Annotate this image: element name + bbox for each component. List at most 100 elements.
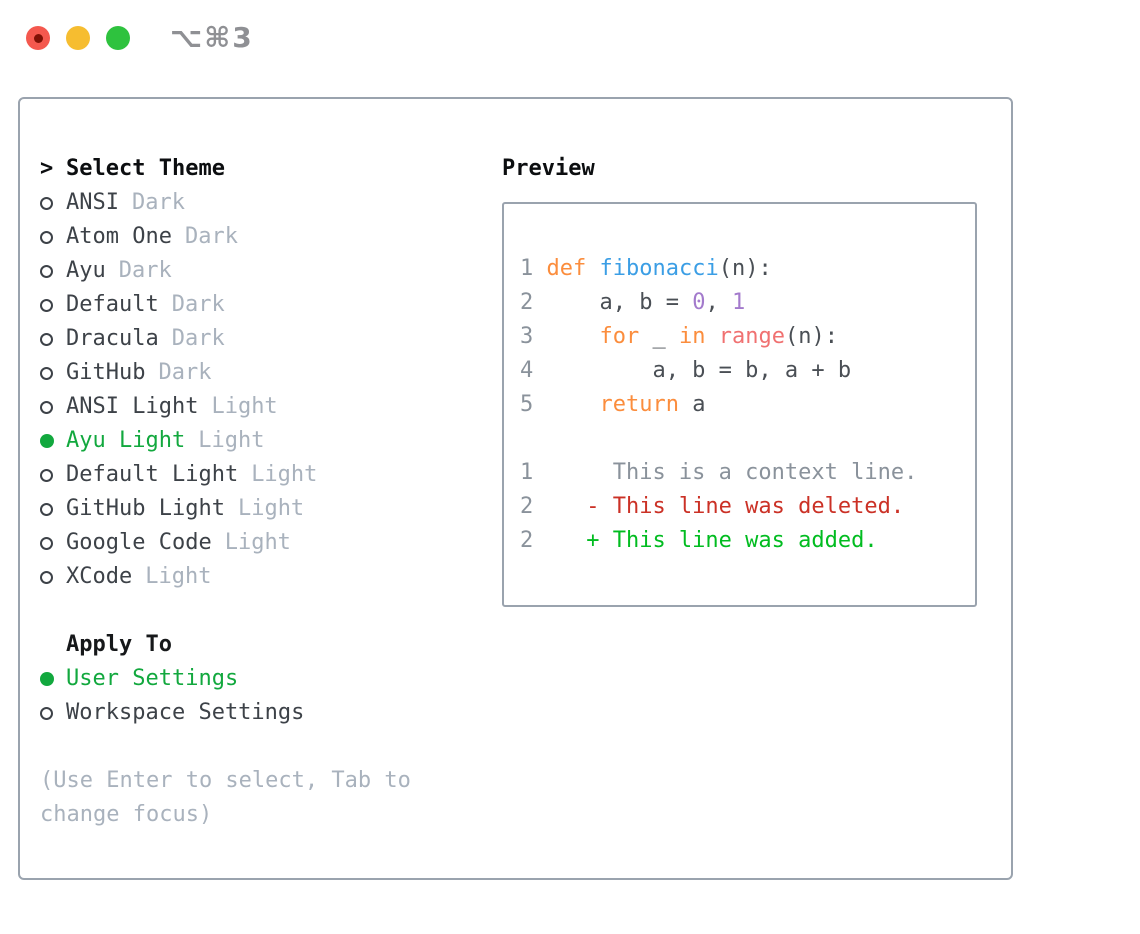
theme-option-default-dark[interactable]: Default Dark	[40, 288, 480, 322]
radio-marker	[40, 526, 66, 560]
variant-tag: Light	[224, 530, 291, 555]
radio-icon	[40, 332, 53, 346]
code-token-plain	[705, 324, 718, 349]
code-token-function: fibonacci	[599, 256, 719, 281]
option-label: ANSI	[66, 190, 119, 215]
radio-marker	[40, 424, 66, 458]
variant-tag: Light	[251, 462, 318, 487]
code-token-number: 1	[731, 290, 746, 315]
radio-marker	[40, 696, 66, 730]
option-label: User Settings	[66, 666, 239, 691]
radio-selected-icon	[40, 434, 54, 448]
radio-icon	[40, 502, 53, 516]
diff-line: 1 This is a context line.	[520, 456, 975, 490]
code-token-keyword: return	[599, 392, 679, 417]
radio-icon	[40, 536, 53, 550]
variant-tag: Dark	[158, 360, 212, 385]
option-label: Default	[66, 292, 159, 317]
radio-marker	[40, 254, 66, 288]
code-token-builtin: range	[718, 324, 785, 349]
code-token-number: 0	[692, 290, 706, 315]
code-line: 2 a, b = 0, 1	[520, 286, 975, 320]
variant-tag: Light	[237, 496, 305, 521]
variant-tag: Dark	[118, 258, 172, 283]
apply-option-workspace-settings[interactable]: Workspace Settings	[40, 696, 480, 730]
line-number: 1	[520, 460, 534, 485]
radio-icon	[40, 468, 53, 482]
select-theme-label: Select Theme	[66, 156, 225, 181]
code-token-plain: (n):	[718, 256, 772, 281]
radio-icon	[40, 230, 53, 244]
radio-icon	[40, 706, 53, 720]
code-token-plain: _	[639, 324, 679, 349]
code-token-plain: a	[678, 392, 706, 417]
theme-option-google-code-light[interactable]: Google Code Light	[40, 526, 480, 560]
code-line: 4 a, b = b, a + b	[520, 354, 975, 388]
titlebar	[26, 26, 130, 50]
option-label: Atom One	[66, 224, 172, 249]
code-token-plain	[586, 256, 599, 281]
unsaved-dot-icon	[33, 33, 43, 43]
minimize-button[interactable]	[66, 26, 90, 50]
zoom-button[interactable]	[106, 26, 130, 50]
preview-title: Preview	[502, 156, 595, 181]
radio-marker	[40, 356, 66, 390]
radio-marker	[40, 458, 66, 492]
code-token-added: + This line was added.	[546, 528, 878, 553]
apply-to-label: Apply To	[66, 632, 172, 657]
diff-line: 2 + This line was added.	[520, 524, 975, 558]
radio-selected-icon	[40, 672, 54, 686]
option-label: Ayu Light	[66, 428, 186, 453]
option-label: Default Light	[66, 462, 239, 487]
apply-option-user-settings[interactable]: User Settings	[40, 662, 480, 696]
option-label: XCode	[66, 564, 133, 589]
line-number: 4	[520, 358, 534, 383]
code-token-plain	[546, 392, 599, 417]
variant-tag: Light	[211, 394, 278, 419]
radio-marker	[40, 662, 66, 696]
focus-marker: >	[40, 152, 66, 186]
line-number: 5	[520, 392, 534, 417]
radio-marker	[40, 492, 66, 526]
radio-icon	[40, 570, 53, 584]
theme-option-github-dark[interactable]: GitHub Dark	[40, 356, 480, 390]
theme-option-default-light-light[interactable]: Default Light Light	[40, 458, 480, 492]
radio-marker	[40, 322, 66, 356]
radio-marker	[40, 186, 66, 220]
code-token-plain: (n):	[784, 324, 838, 349]
radio-marker	[40, 390, 66, 424]
select-theme-header: > Select Theme	[40, 152, 480, 186]
spacer	[40, 628, 66, 662]
window-title: ⌥⌘3	[170, 21, 254, 54]
code-token-plain	[546, 324, 599, 349]
code-token-keyword: for	[599, 324, 640, 349]
variant-tag: Dark	[171, 292, 225, 317]
radio-marker	[40, 220, 66, 254]
option-label: Workspace Settings	[66, 700, 305, 725]
radio-icon	[40, 264, 53, 278]
code-line: 5 return a	[520, 388, 975, 422]
option-label: GitHub	[66, 360, 146, 385]
radio-icon	[40, 196, 53, 210]
option-label: Google Code	[66, 530, 212, 555]
line-number: 1	[520, 256, 534, 281]
caret-icon: >	[40, 156, 54, 181]
variant-tag: Dark	[171, 326, 225, 351]
close-button[interactable]	[26, 26, 50, 50]
